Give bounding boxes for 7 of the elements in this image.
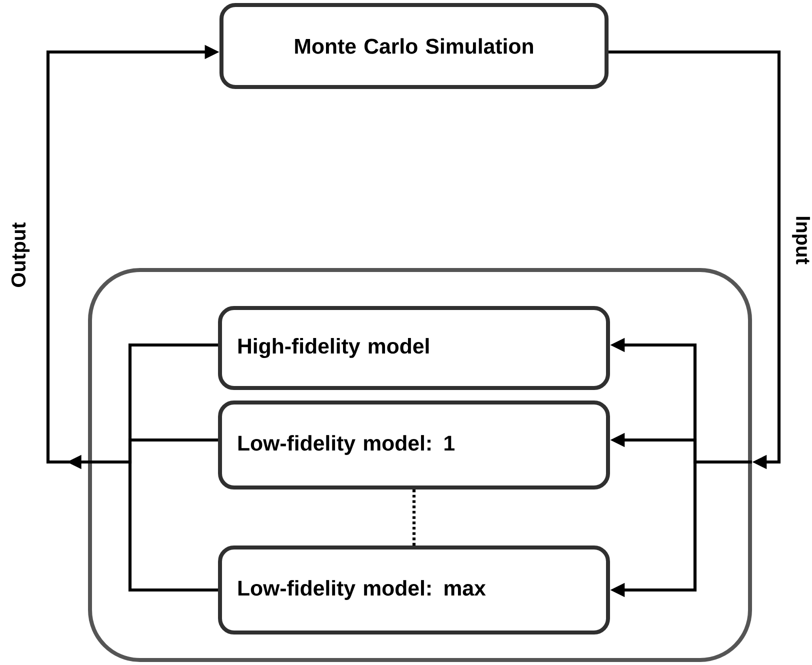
arrow xyxy=(608,50,781,470)
simulation-box: Monte Carlo Simulation xyxy=(219,3,609,89)
model-box: Low-fidelity model: max xyxy=(218,545,610,635)
edge-label: Input xyxy=(792,216,810,264)
edge-label: Output xyxy=(11,222,30,287)
model-box: High-fidelity model xyxy=(218,306,610,390)
model-box: Low-fidelity model: 1 xyxy=(218,400,610,490)
